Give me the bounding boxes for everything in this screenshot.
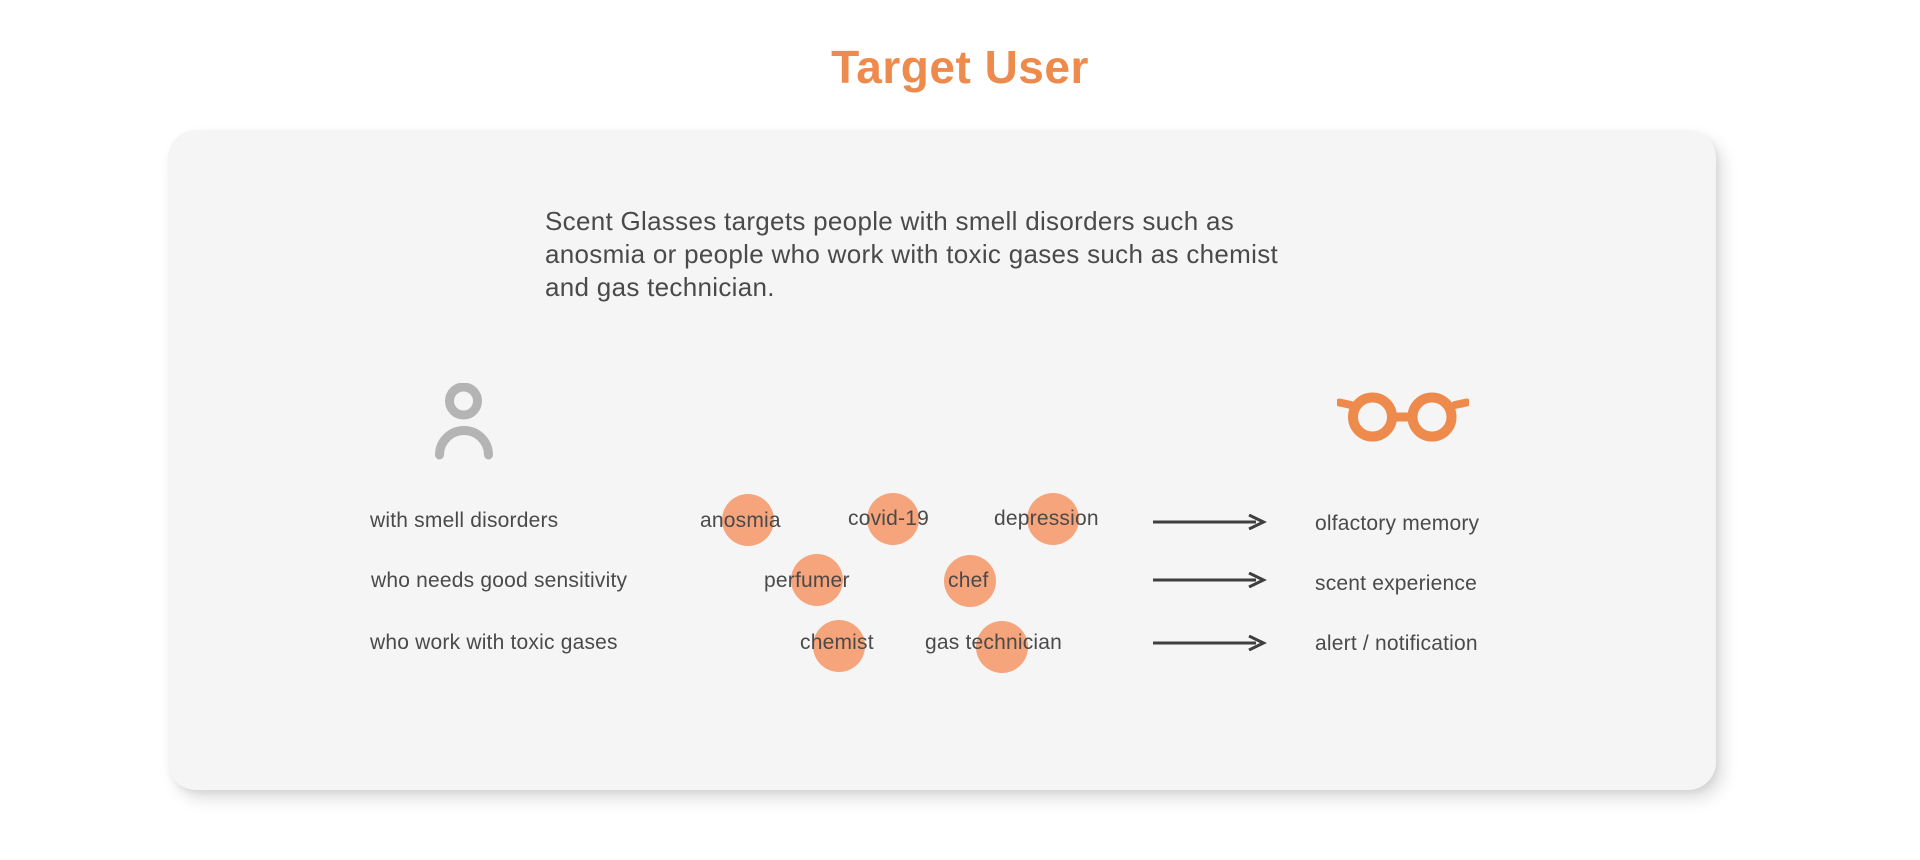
page-title: Target User: [831, 41, 1089, 93]
description: Scent Glasses targets people with smell …: [545, 205, 1385, 304]
glasses-icon: [1335, 392, 1471, 442]
keyword-circle: [813, 620, 865, 672]
keyword-circle: [944, 555, 996, 607]
description-line: anosmia or people who work with toxic ga…: [545, 239, 1279, 269]
keyword-chip: gas technician: [925, 621, 1063, 673]
person-icon: [435, 382, 497, 460]
row-result: olfactory memory: [1315, 512, 1480, 535]
keyword-circle: [722, 494, 774, 546]
keyword-circle: [976, 621, 1028, 673]
keyword-circle: [1027, 493, 1079, 545]
keyword-chip: chemist: [800, 620, 874, 672]
keyword-chip: depression: [994, 493, 1099, 545]
keyword-chip: chef: [944, 555, 996, 607]
arrow-right-icon: [1152, 513, 1270, 531]
row-label: who work with toxic gases: [370, 631, 618, 654]
row-result: scent experience: [1315, 572, 1477, 595]
keyword-label: gas technician: [925, 631, 1063, 654]
keyword-chip: anosmia: [700, 494, 781, 546]
keyword-label: chef: [948, 569, 989, 592]
keyword-label: depression: [994, 507, 1099, 530]
row-label: who needs good sensitivity: [371, 569, 628, 592]
row-result: alert / notification: [1315, 632, 1478, 655]
keyword-circle: [791, 554, 843, 606]
keyword-circle: [867, 493, 919, 545]
keyword-label: perfumer: [764, 569, 850, 592]
arrow-right-icon: [1152, 634, 1270, 652]
arrow-right-icon: [1152, 571, 1270, 589]
description-line: and gas technician.: [545, 272, 775, 302]
keyword-label: covid-19: [848, 507, 929, 530]
keyword-chip: perfumer: [764, 554, 850, 606]
keyword-label: chemist: [800, 631, 874, 654]
row-label: with smell disorders: [370, 509, 559, 532]
target-user-card: Scent Glasses targets people with smell …: [168, 130, 1716, 790]
keyword-chip: covid-19: [848, 493, 929, 545]
keyword-label: anosmia: [700, 509, 781, 532]
description-line: Scent Glasses targets people with smell …: [545, 206, 1235, 236]
